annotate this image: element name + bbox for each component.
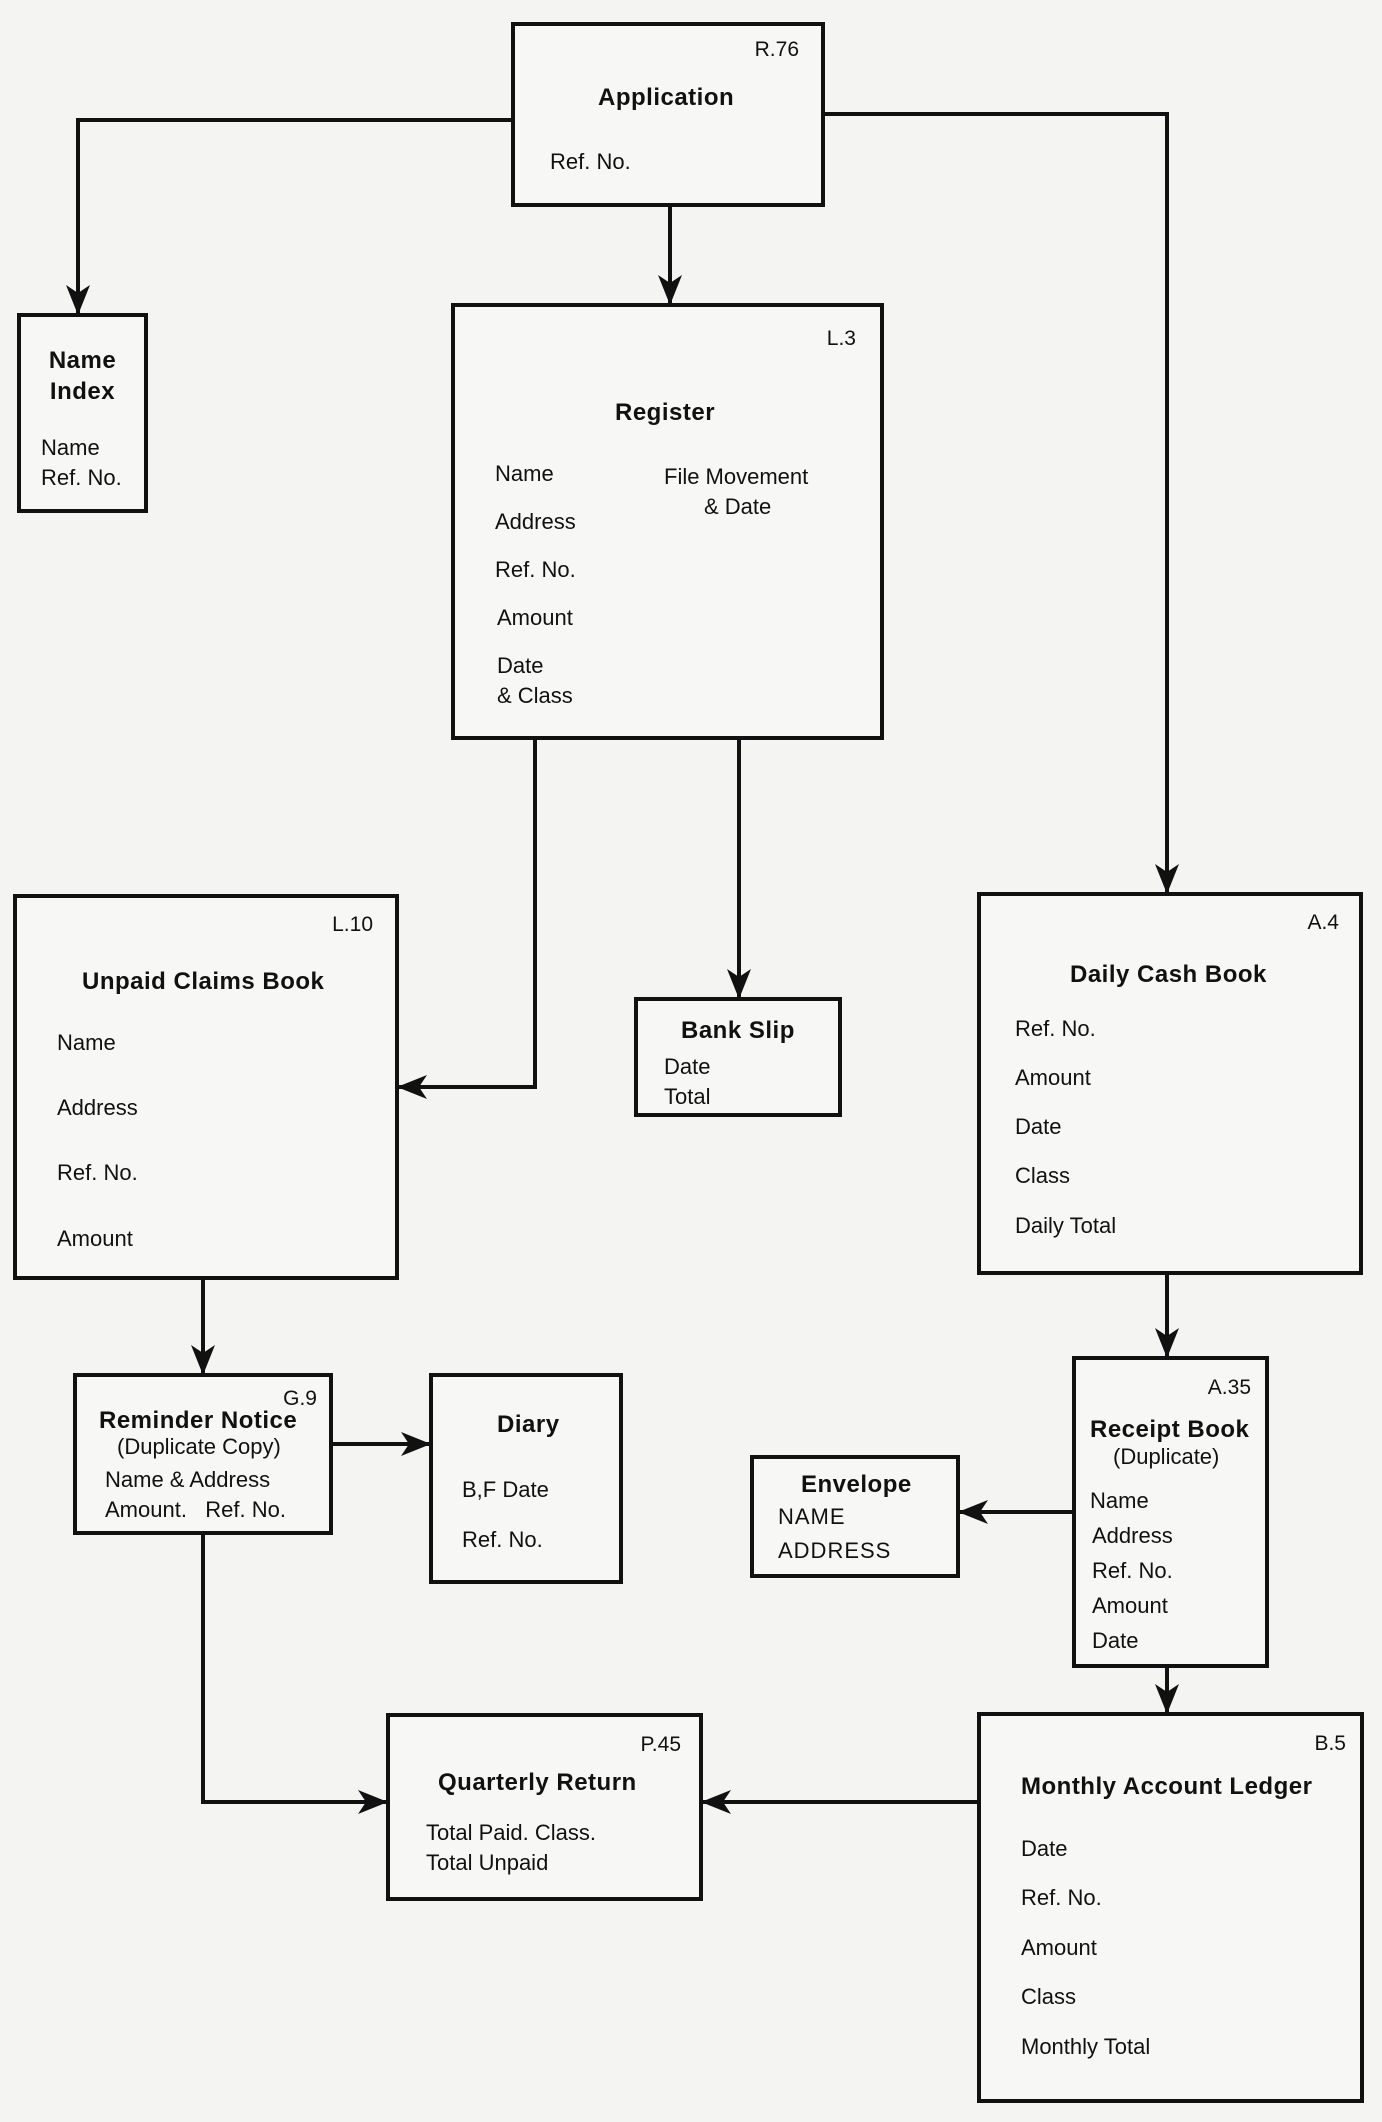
field-reminder-notice-1: Amount. Ref. No.	[105, 1497, 286, 1522]
field-register-5: & Class	[497, 683, 573, 708]
arrow-register-to-unpaid-claims-book	[397, 740, 537, 1099]
subtitle-reminder-notice: (Duplicate Copy)	[117, 1434, 281, 1459]
arrow-reminder-notice-to-quarterly-return	[201, 1535, 388, 1814]
field-daily-cash-book-1: Amount	[1015, 1065, 1091, 1090]
field-envelope-0: NAME	[778, 1504, 846, 1529]
field-receipt-book-2: Ref. No.	[1092, 1558, 1173, 1583]
title-application: Application	[598, 84, 735, 111]
field-monthly-account-ledger-1: Ref. No.	[1021, 1885, 1102, 1910]
box-monthly-account-ledger: B.5 Monthly Account Ledger Date Ref. No.…	[977, 1712, 1364, 2103]
field-register-0: Name	[495, 461, 554, 486]
box-receipt-book: A.35 Receipt Book (Duplicate) Name Addre…	[1072, 1356, 1269, 1668]
title-quarterly-return: Quarterly Return	[438, 1769, 637, 1796]
field-monthly-account-ledger-0: Date	[1021, 1836, 1068, 1861]
field-bank-slip-0: Date	[664, 1054, 711, 1079]
field-register-2: Ref. No.	[495, 557, 576, 582]
field-receipt-book-4: Date	[1092, 1628, 1139, 1653]
box-name-index: Name Index Name Ref. No.	[17, 313, 148, 513]
field-monthly-account-ledger-4: Monthly Total	[1021, 2034, 1151, 2059]
field-receipt-book-0: Name	[1090, 1488, 1149, 1513]
field-daily-cash-book-0: Ref. No.	[1015, 1016, 1096, 1041]
code-quarterly-return: P.45	[640, 1733, 682, 1756]
code-application: R.76	[754, 38, 799, 61]
field-daily-cash-book-4: Daily Total	[1015, 1213, 1117, 1238]
title-name-index-1: Index	[49, 378, 116, 405]
subtitle-receipt-book: (Duplicate)	[1113, 1444, 1220, 1469]
field-receipt-book-1: Address	[1092, 1523, 1173, 1548]
code-register: L.3	[826, 327, 856, 350]
field-receipt-book-3: Amount	[1092, 1593, 1168, 1618]
title-bank-slip: Bank Slip	[681, 1017, 795, 1044]
field-daily-cash-book-3: Class	[1015, 1163, 1071, 1188]
field-register-3: Amount	[497, 605, 573, 630]
title-reminder-notice: Reminder Notice	[99, 1407, 298, 1434]
box-diary: Diary B,F Date Ref. No.	[429, 1373, 623, 1584]
box-application: R.76 Application Ref. No.	[511, 22, 825, 207]
field-quarterly-return-0: Total Paid. Class.	[426, 1820, 596, 1845]
title-daily-cash-book: Daily Cash Book	[1070, 961, 1267, 988]
code-daily-cash-book: A.4	[1307, 911, 1339, 934]
box-daily-cash-book: A.4 Daily Cash Book Ref. No. Amount Date…	[977, 892, 1363, 1275]
field-register-1: Address	[495, 509, 576, 534]
box-quarterly-return: P.45 Quarterly Return Total Paid. Class.…	[386, 1713, 703, 1901]
field-reminder-notice-0: Name & Address	[105, 1467, 271, 1492]
arrow-application-to-name-index	[66, 118, 511, 315]
box-envelope: Envelope NAME ADDRESS	[750, 1455, 960, 1578]
title-envelope: Envelope	[801, 1471, 912, 1498]
side-field-register-0: File Movement	[664, 464, 809, 489]
arrow-application-to-daily-cash-book	[825, 112, 1179, 894]
field-unpaid-claims-book-0: Name	[57, 1030, 116, 1055]
code-monthly-account-ledger: B.5	[1314, 1732, 1346, 1755]
field-unpaid-claims-book-1: Address	[57, 1095, 138, 1120]
box-bank-slip: Bank Slip Date Total	[634, 997, 842, 1117]
code-receipt-book: A.35	[1207, 1376, 1251, 1399]
title-diary: Diary	[497, 1411, 560, 1438]
side-field-register-1: & Date	[704, 494, 772, 519]
title-name-index-0: Name	[48, 347, 117, 374]
field-name-index-1: Ref. No.	[41, 465, 122, 490]
field-bank-slip-1: Total	[664, 1084, 711, 1109]
box-reminder-notice: G.9 Reminder Notice (Duplicate Copy) Nam…	[73, 1373, 333, 1535]
box-register: L.3 Register Name Address Ref. No. Amoun…	[451, 303, 884, 740]
field-unpaid-claims-book-3: Amount	[57, 1226, 133, 1251]
title-receipt-book: Receipt Book	[1090, 1416, 1250, 1443]
title-register: Register	[615, 399, 716, 426]
field-application-0: Ref. No.	[550, 149, 631, 174]
field-monthly-account-ledger-3: Class	[1021, 1984, 1077, 2009]
box-unpaid-claims-book: L.10 Unpaid Claims Book Name Address Ref…	[13, 894, 399, 1280]
field-daily-cash-book-2: Date	[1015, 1114, 1062, 1139]
field-quarterly-return-1: Total Unpaid	[426, 1850, 549, 1875]
code-reminder-notice: G.9	[283, 1387, 317, 1410]
field-diary-0: B,F Date	[462, 1477, 549, 1502]
title-monthly-account-ledger: Monthly Account Ledger	[1021, 1773, 1313, 1800]
field-monthly-account-ledger-2: Amount	[1021, 1935, 1097, 1960]
title-unpaid-claims-book: Unpaid Claims Book	[82, 968, 325, 995]
field-register-4: Date	[497, 653, 544, 678]
field-envelope-1: ADDRESS	[778, 1538, 892, 1563]
field-unpaid-claims-book-2: Ref. No.	[57, 1160, 138, 1185]
field-diary-1: Ref. No.	[462, 1527, 543, 1552]
code-unpaid-claims-book: L.10	[332, 913, 373, 936]
field-name-index-0: Name	[41, 435, 100, 460]
